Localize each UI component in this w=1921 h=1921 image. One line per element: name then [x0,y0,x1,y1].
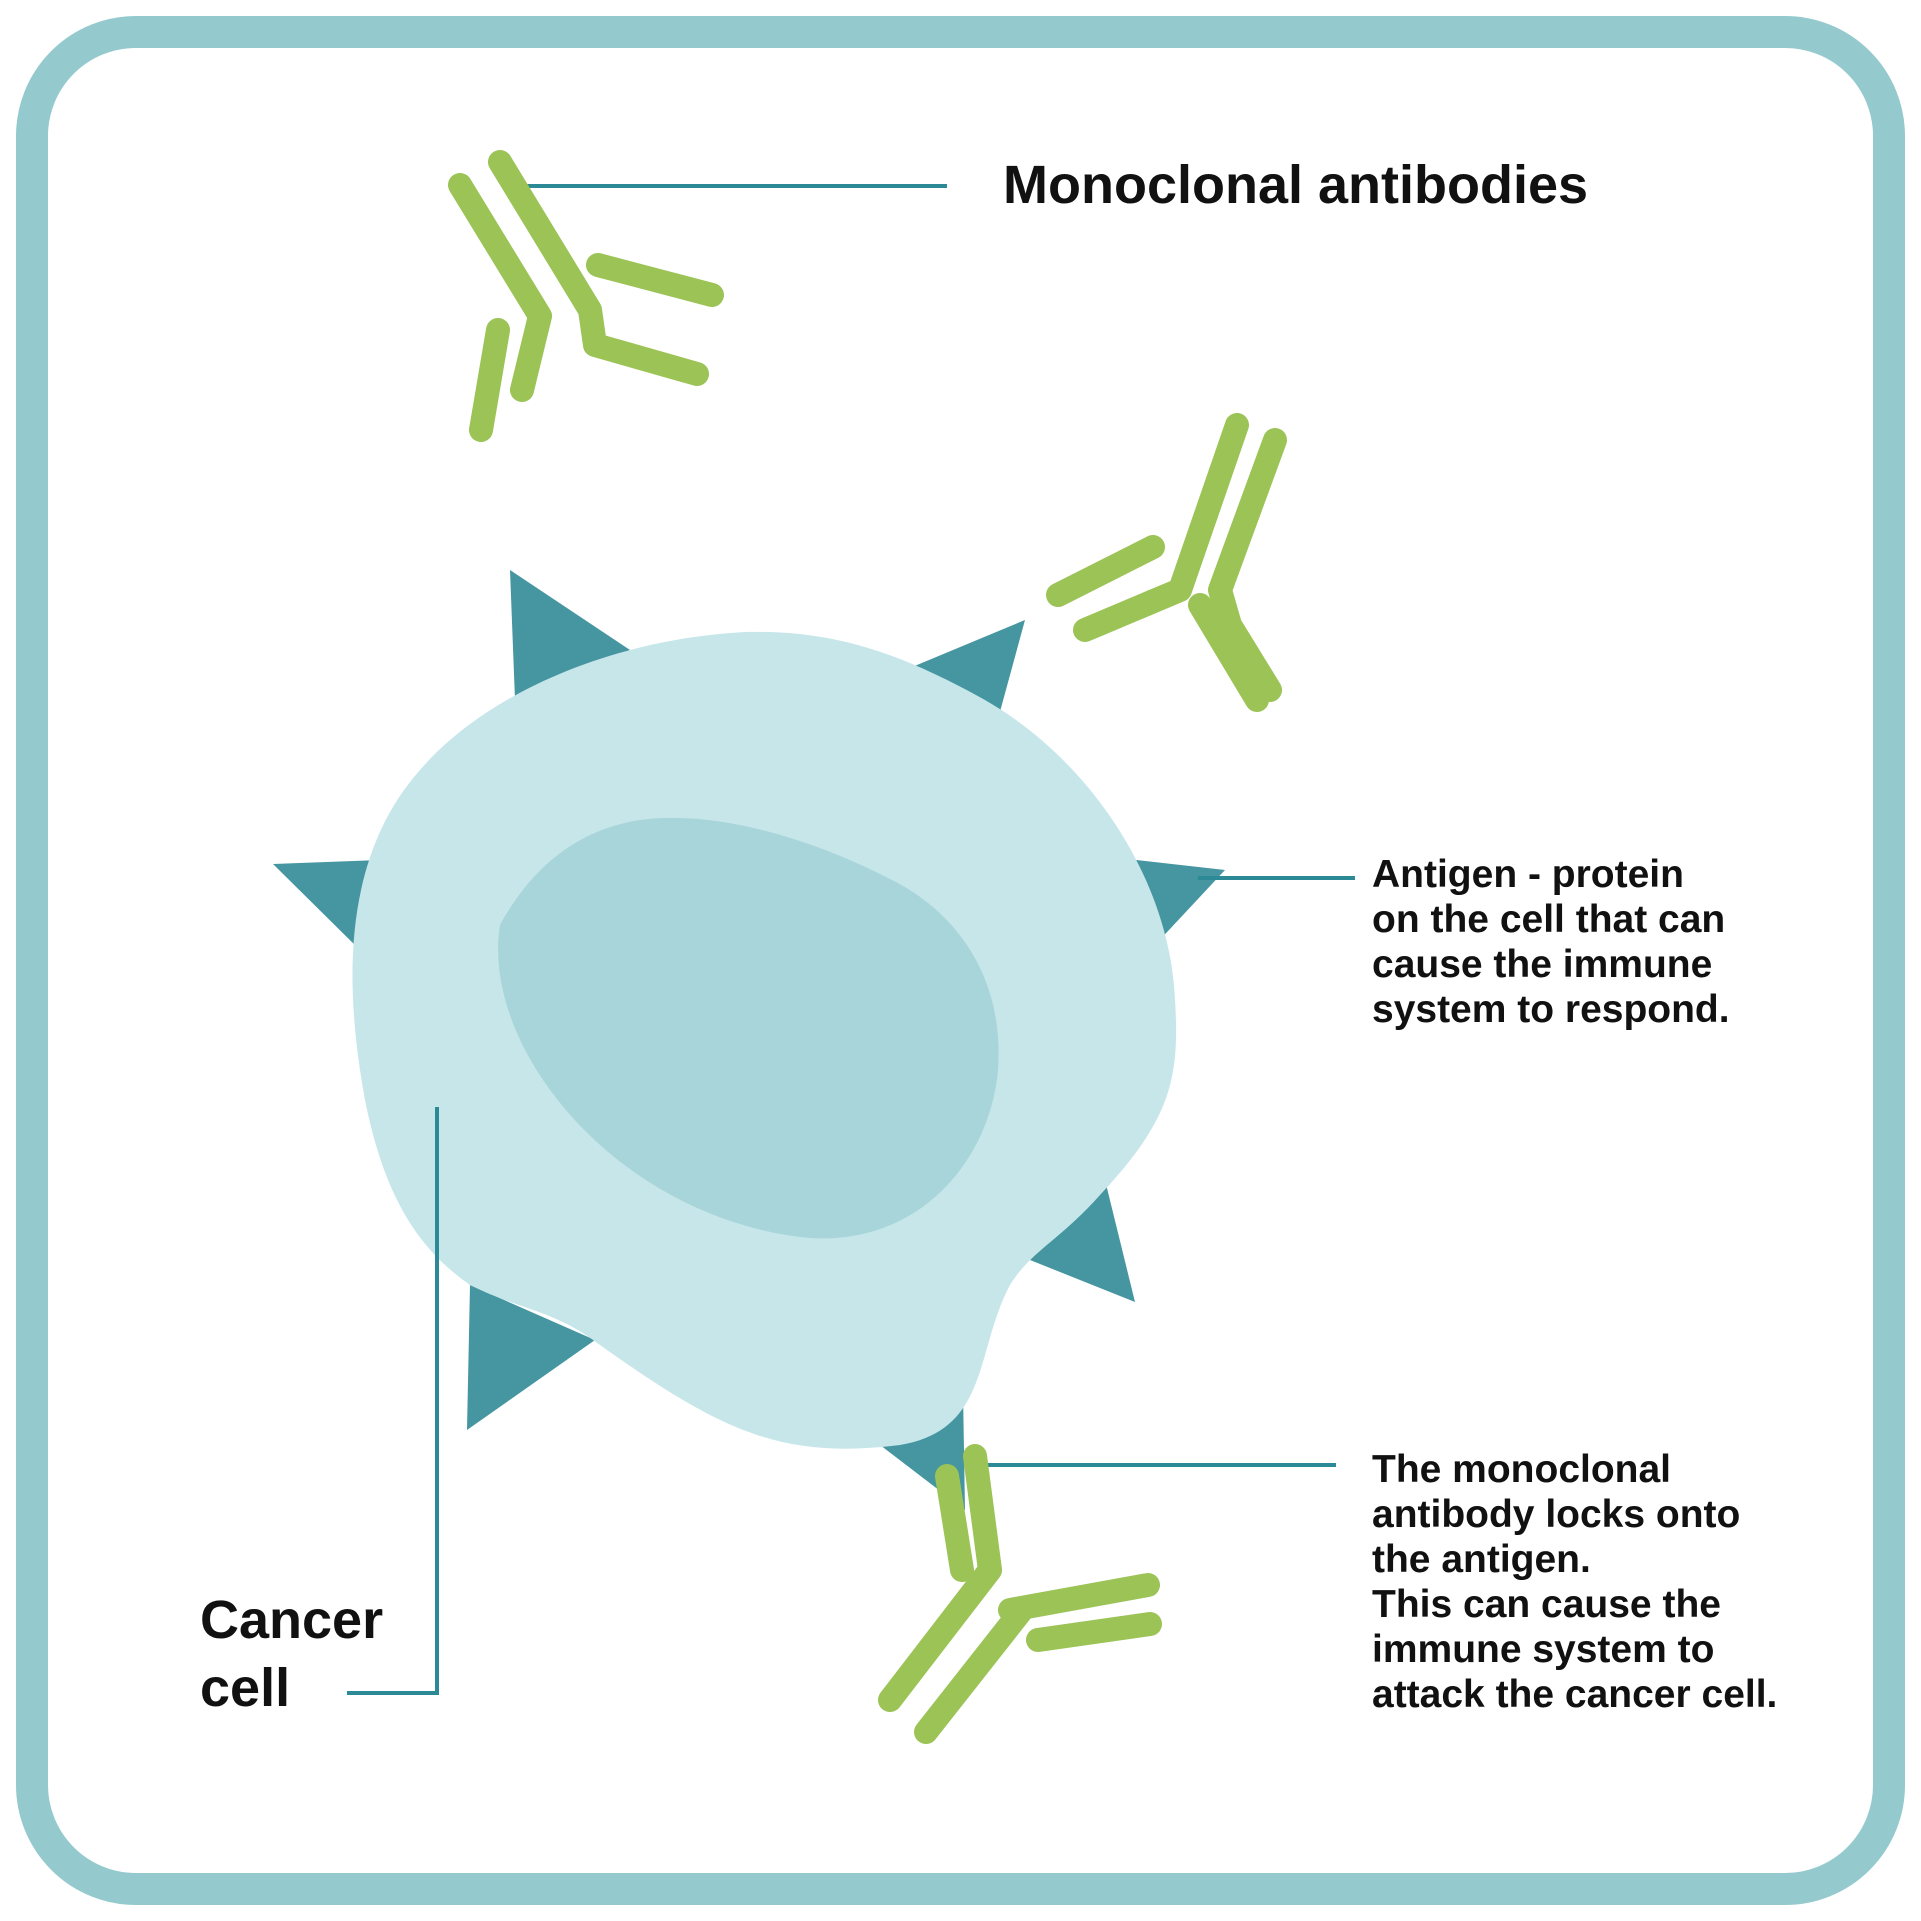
label-lock-line-4: This can cause the [1372,1583,1721,1626]
label-antigen-line-4: system to respond. [1372,988,1730,1031]
label-lock-line-6: attack the cancer cell. [1372,1673,1778,1716]
label-antibody-locks: The monoclonal antibody locks onto the a… [1372,1447,1777,1717]
label-antigen: Antigen - protein on the cell that can c… [1372,852,1730,1032]
label-antigen-line-2: on the cell that can [1372,898,1726,941]
leader-line-cancer-cell [347,1107,439,1695]
antigen-top-right [905,620,1025,730]
label-monoclonal-antibodies: Monoclonal antibodies [1003,155,1589,215]
antigens [273,570,1225,1510]
label-cancer-cell-line-2: cell [200,1658,291,1718]
cancer-cell-nucleus [498,817,999,1239]
label-antigen-line-1: Antigen - protein [1372,853,1684,896]
label-antigen-line-3: cause the immune [1372,943,1713,986]
antibodies [448,150,1287,1744]
leader-lines [347,184,1355,1695]
label-lock-line-2: antibody locks onto [1372,1493,1741,1536]
label-lock-line-3: the antigen. [1372,1538,1591,1581]
antigen-left [273,860,380,955]
diagram-frame [16,16,1905,1905]
antibody-bottom [878,1444,1162,1744]
antigen-lower-left [467,1285,595,1430]
antigen-top-left [510,570,630,700]
antibody-top-left [448,150,724,442]
antibody-right [1046,413,1287,712]
label-cancer-cell-line-1: Cancer [200,1590,384,1650]
label-lock-line-1: The monoclonal [1372,1448,1672,1491]
label-cancer-cell: Cancer cell [200,1586,383,1722]
label-lock-line-5: immune system to [1372,1628,1715,1671]
antigen-lower-right [1030,1180,1135,1302]
